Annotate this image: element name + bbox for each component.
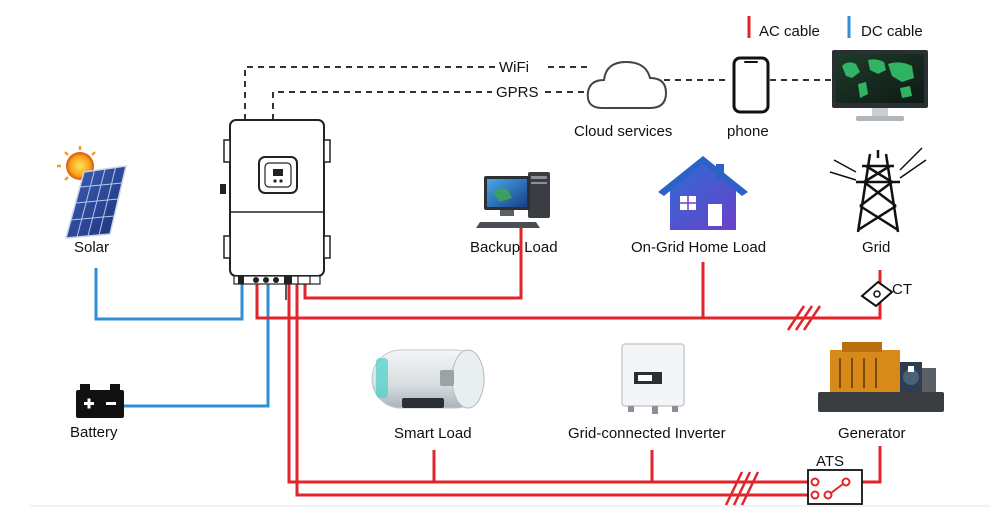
current-transformer-icon (860, 280, 894, 308)
ac-legend-label: AC cable (759, 23, 820, 40)
solar-label: Solar (74, 239, 109, 256)
battery-icon (76, 384, 124, 418)
grid-inverter-label: Grid-connected Inverter (568, 425, 726, 442)
backup-load-ac-cable (303, 228, 523, 300)
solar-panel-icon (57, 146, 127, 239)
cloud-services-label: Cloud services (574, 123, 672, 140)
dc-cables (94, 268, 270, 408)
water-heater-icon (371, 349, 485, 409)
cable-hatch-marks (724, 305, 822, 506)
solar-dc-cable (94, 268, 244, 321)
smart-load-label: Smart Load (394, 425, 472, 442)
phone-label: phone (727, 123, 769, 140)
gprs-link-line (272, 91, 492, 120)
desktop-computer-icon (476, 172, 550, 228)
monitor-icon (832, 50, 928, 121)
smartphone-icon (732, 56, 770, 114)
grid-ac-cable (255, 270, 882, 320)
generator-label: Generator (838, 425, 906, 442)
cloud-icon (586, 60, 668, 109)
string-inverter-icon (621, 343, 685, 414)
ct-label: CT (892, 281, 912, 298)
dc-legend-label: DC cable (861, 23, 923, 40)
wifi-link-line (244, 66, 495, 120)
grid-label: Grid (862, 239, 890, 256)
hybrid-inverter-icon (220, 119, 331, 300)
backup-load-label: Backup Load (470, 239, 558, 256)
wifi-label: WiFi (499, 59, 529, 76)
ats-label: ATS (816, 453, 844, 470)
power-tower-icon (829, 147, 927, 233)
generator-icon (818, 342, 944, 412)
ac-cables (255, 228, 882, 497)
ats-switch-box (807, 469, 863, 505)
battery-label: Battery (70, 424, 118, 441)
battery-dc-cable (124, 283, 270, 408)
home-load-label: On-Grid Home Load (631, 239, 766, 256)
smart-load-ac-cable (287, 283, 808, 484)
generator-ac-cable (295, 283, 808, 497)
legend: AC cable DC cable (747, 16, 923, 40)
house-icon (658, 156, 748, 230)
gprs-label: GPRS (496, 84, 539, 101)
comm-links (244, 66, 832, 120)
